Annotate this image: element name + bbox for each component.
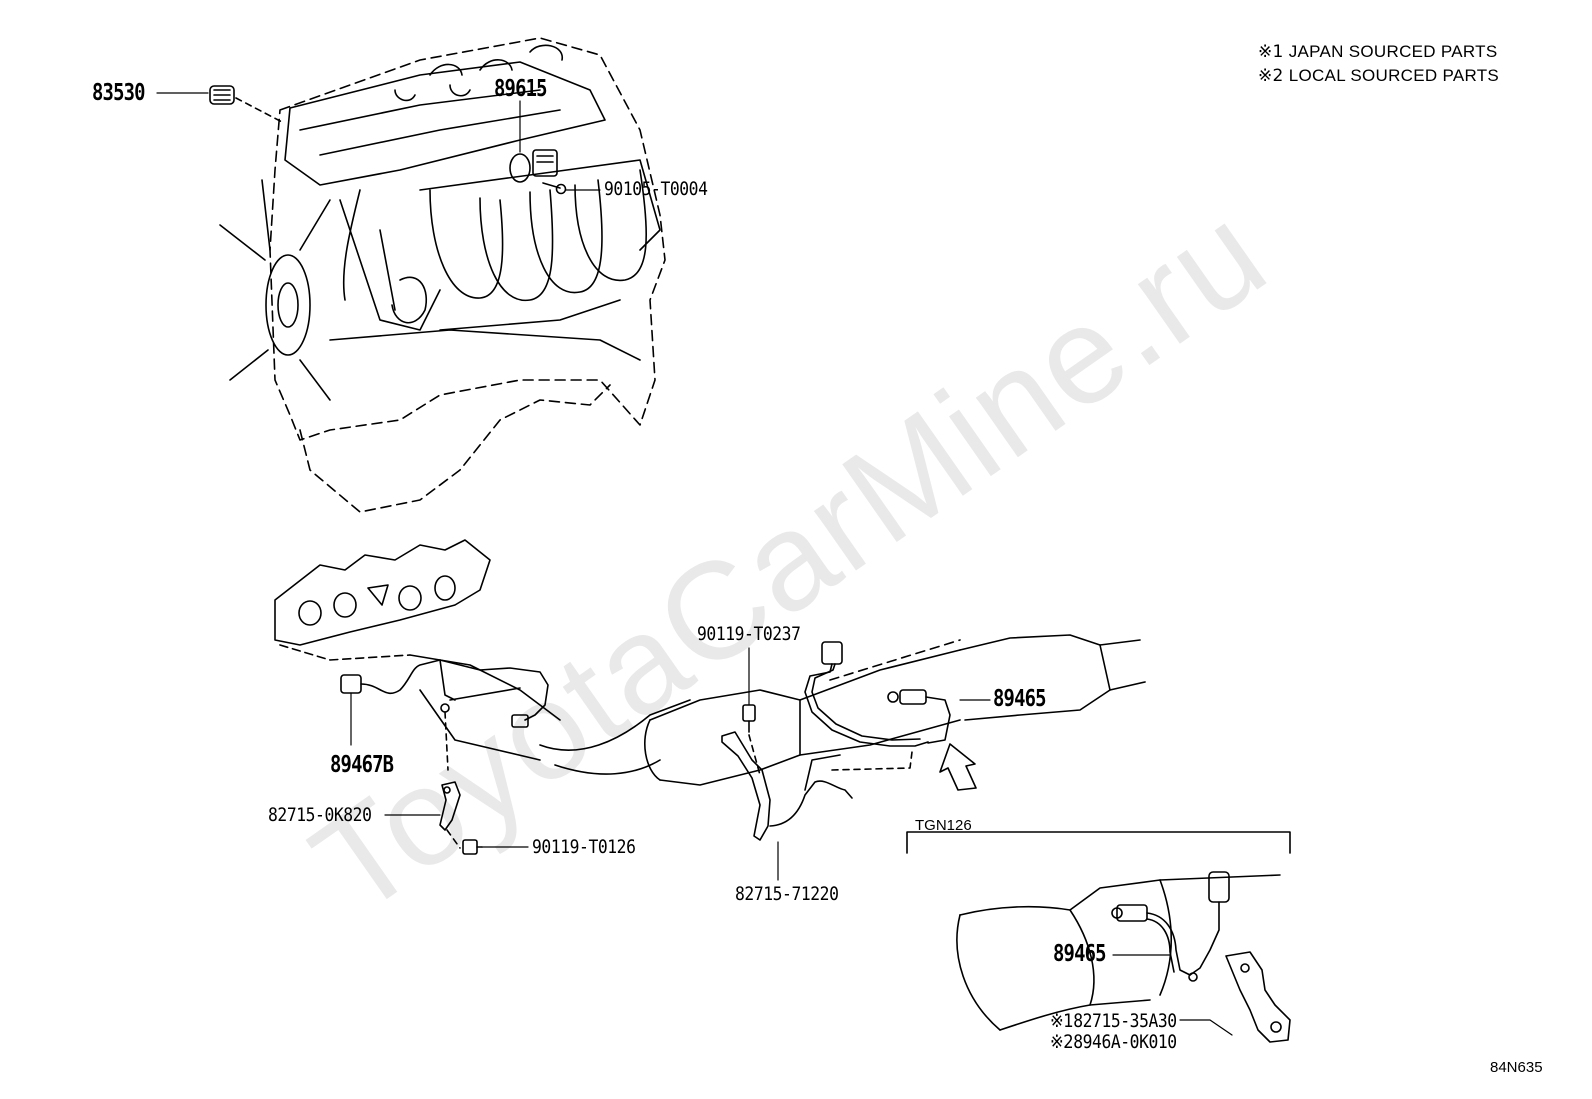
part-label-90105-t0004[interactable]: 90105-T0004 [604, 178, 708, 200]
diagram-code: 84N635 [1490, 1059, 1543, 1076]
part-number-82715-35a30: 82715-35A30 [1073, 1010, 1177, 1032]
note-text-1: JAPAN SOURCED PARTS [1283, 42, 1498, 61]
note-mark-2: ※2 [1258, 66, 1284, 86]
part-label-90119-t0237[interactable]: 90119-T0237 [697, 623, 801, 645]
note-mark-1: ※1 [1258, 42, 1284, 62]
exhaust-manifold-illustration [274, 539, 1146, 786]
sourcing-mark-2: ※2 [1050, 1031, 1074, 1053]
part-label-82715-35a30[interactable]: ※182715-35A30 [1050, 1012, 1177, 1031]
part-label-8946a-0k010[interactable]: ※28946A-0K010 [1050, 1033, 1177, 1052]
note-local-sourced: ※2 LOCAL SOURCED PARTS [1258, 67, 1499, 85]
note-text-2: LOCAL SOURCED PARTS [1283, 66, 1500, 85]
part-label-82715-71220[interactable]: 82715-71220 [735, 883, 839, 905]
part-label-89467b[interactable]: 89467B [330, 752, 394, 778]
sourcing-mark-1: ※1 [1050, 1010, 1074, 1032]
part-label-89465-inset[interactable]: 89465 [1053, 941, 1107, 967]
tgn126-bracket-line [906, 831, 1291, 854]
part-label-89465-main[interactable]: 89465 [993, 686, 1047, 712]
note-japan-sourced: ※1 JAPAN SOURCED PARTS [1258, 43, 1498, 61]
part-label-82715-0k820[interactable]: 82715-0K820 [268, 804, 372, 826]
sensor-89465-main-illustration [721, 641, 977, 841]
part-label-89615[interactable]: 89615 [494, 76, 548, 102]
part-label-83530[interactable]: 83530 [92, 80, 146, 106]
tgn126-inset-illustration [956, 871, 1291, 1043]
part-number-8946a-0k010: 8946A-0K010 [1073, 1031, 1177, 1053]
engine-illustration [209, 37, 666, 513]
part-label-90119-t0126[interactable]: 90119-T0126 [532, 836, 636, 858]
leader-lines [156, 92, 1233, 1036]
inset-label-tgn126: TGN126 [915, 817, 972, 834]
